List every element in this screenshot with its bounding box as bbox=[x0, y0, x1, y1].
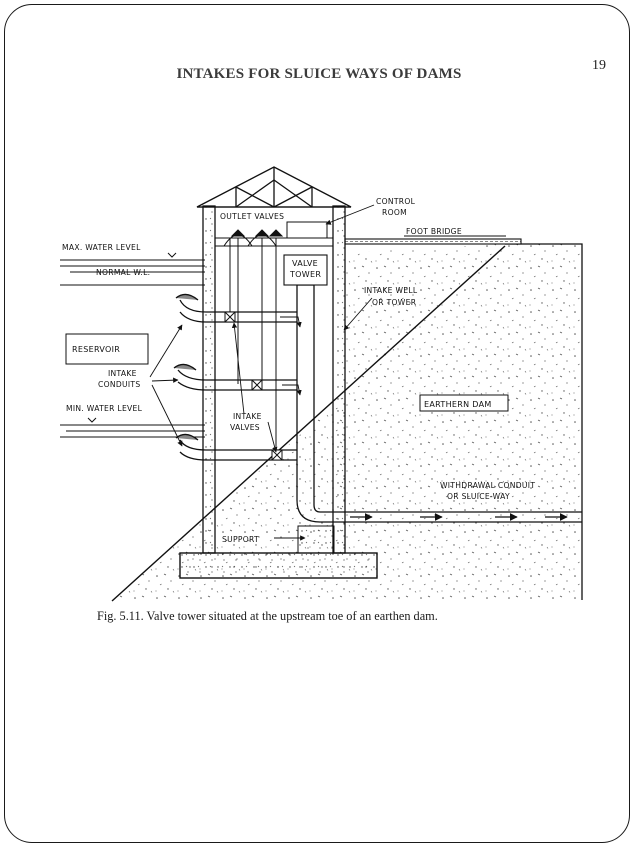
support-block bbox=[297, 525, 335, 554]
label-outlet-valves: OUTLET VALVES bbox=[220, 212, 284, 221]
label-intake-valves-2: VALVES bbox=[230, 423, 260, 432]
leader-lines bbox=[149, 204, 506, 541]
label-intake-well-2: OR TOWER bbox=[372, 298, 417, 307]
foundation-slab bbox=[179, 552, 378, 579]
label-support: SUPPORT bbox=[222, 535, 259, 544]
label-withdrawal-conduit: WITHDRAWAL CONDUIT bbox=[440, 481, 535, 490]
intake-valve-gates bbox=[224, 311, 283, 461]
label-control-room: CONTROL bbox=[376, 197, 416, 206]
label-reservoir: RESERVOIR bbox=[72, 345, 120, 354]
label-withdrawal-conduit-2: OR SLUICE-WAY bbox=[447, 492, 510, 501]
label-foot-bridge: FOOT BRIDGE bbox=[406, 227, 462, 236]
valve-tower-box bbox=[283, 254, 328, 286]
flow-arrows bbox=[280, 316, 302, 396]
reservoir-box: RESERVOIR bbox=[65, 333, 149, 365]
label-max-water-level: MAX. WATER LEVEL bbox=[62, 243, 141, 252]
label-valve-tower: VALVE bbox=[292, 259, 318, 268]
label-intake-well: INTAKE WELL bbox=[364, 286, 418, 295]
label-intake-conduits: INTAKE bbox=[108, 369, 137, 378]
slide-number: 19 bbox=[592, 58, 606, 73]
label-intake-conduits-2: CONDUITS bbox=[98, 380, 140, 389]
figure-caption: Fig. 5.11. Valve tower situated at the u… bbox=[97, 609, 438, 623]
withdrawal-conduit bbox=[296, 455, 582, 523]
control-room bbox=[286, 221, 328, 239]
slide-title: INTAKES FOR SLUICE WAYS OF DAMS bbox=[176, 66, 462, 82]
water-levels bbox=[60, 252, 205, 438]
label-control-room-2: ROOM bbox=[382, 208, 407, 217]
outlet-valves bbox=[223, 229, 284, 452]
foot-bridge bbox=[344, 238, 522, 245]
label-min-water-level: MIN. WATER LEVEL bbox=[66, 404, 143, 413]
slide-frame bbox=[4, 4, 630, 843]
label-normal-wl: NORMAL W.L. bbox=[96, 268, 150, 277]
label-intake-valves: INTAKE bbox=[233, 412, 262, 421]
roof-truss bbox=[196, 166, 352, 208]
earthern-dam-box: EARTHERN DAM bbox=[419, 394, 509, 412]
label-earthern-dam: EARTHERN DAM bbox=[424, 400, 492, 409]
label-valve-tower-2: TOWER bbox=[289, 270, 321, 279]
